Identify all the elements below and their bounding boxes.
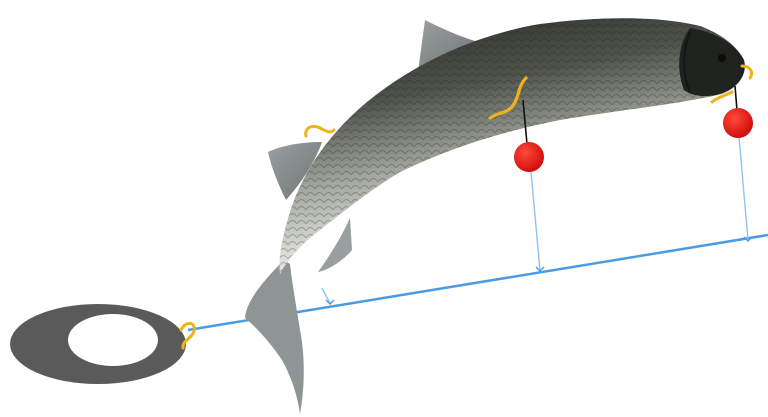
fish-eye	[718, 54, 726, 62]
float-bead-1	[514, 142, 544, 172]
fish-tail	[245, 260, 304, 414]
hook-icon-1	[306, 126, 334, 136]
branch-line-2	[531, 172, 540, 270]
fish-illustration	[245, 18, 745, 414]
ring-sinker-icon	[10, 304, 186, 384]
branch-line-3	[739, 137, 748, 240]
float-bead-2	[723, 108, 753, 138]
